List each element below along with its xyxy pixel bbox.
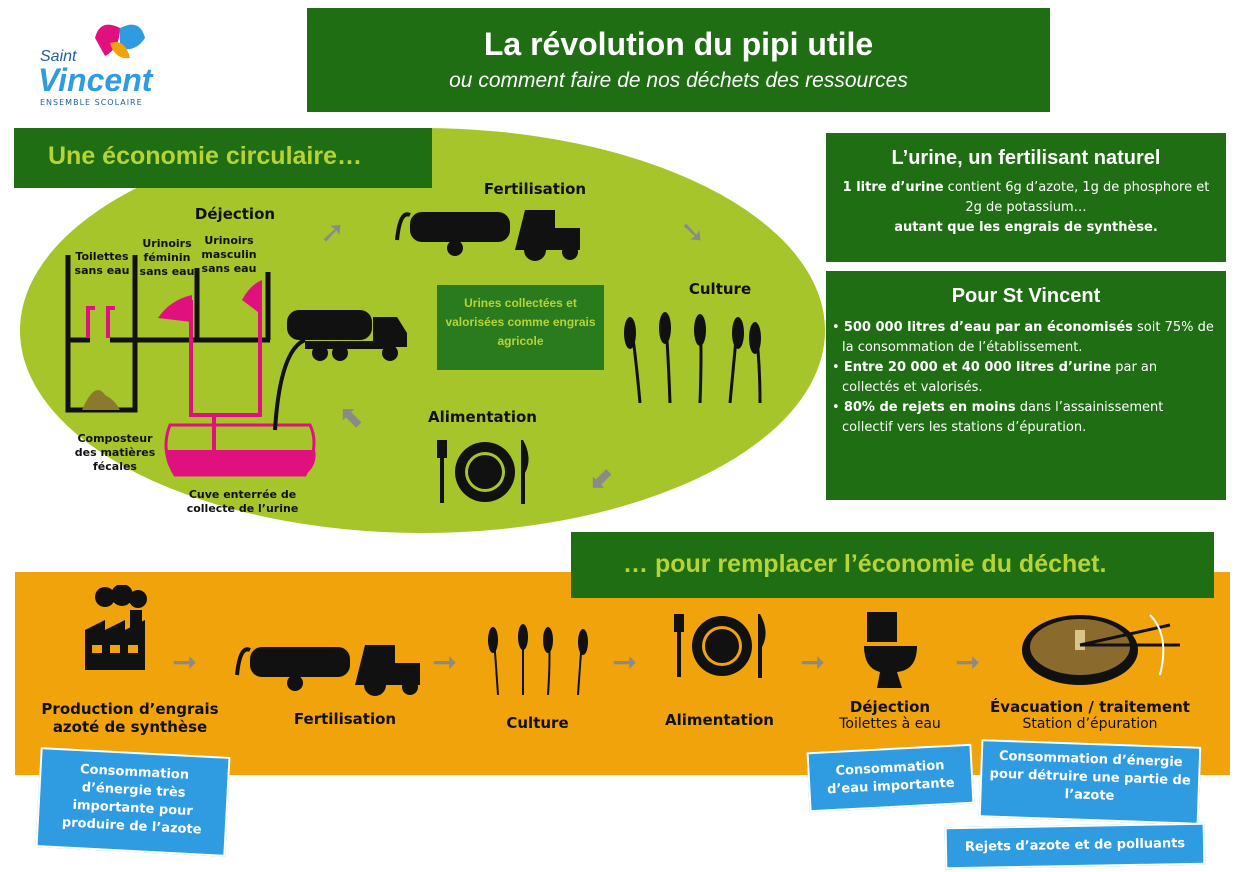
callout-energy-destroy: Consommation d’énergie pour détruire une…: [978, 739, 1202, 825]
urine-info-box: L’urine, un fertilisant naturel 1 litre …: [826, 133, 1226, 262]
step-sub: Toilettes à eau: [839, 716, 941, 732]
arrow-icon: ➘: [680, 215, 706, 250]
item-text: par an collectés et valorisés.: [842, 360, 1158, 395]
arrow-icon: ➚: [320, 215, 346, 250]
logo: Saint Vincent ENSEMBLE SCOLAIRE: [30, 18, 170, 110]
callout-energy-azote: Consommation d’énergie très importante p…: [35, 747, 231, 857]
step-title: Déjection: [849, 698, 931, 716]
toilettes-label: Toilettes sans eau: [74, 250, 130, 277]
item-bold: 80% de rejets en moins: [843, 400, 1016, 415]
step-culture: Culture: [506, 714, 569, 732]
step-sub: Station d’épuration: [1022, 716, 1158, 732]
fertilisation-label: Fertilisation: [483, 180, 587, 198]
step-alimentation: Alimentation: [665, 711, 774, 729]
arrow-icon: ➞: [955, 645, 981, 680]
list-item: 500 000 litres d’eau par an économisés s…: [832, 318, 1216, 358]
stvincent-box: Pour St Vincent 500 000 litres d’eau par…: [826, 271, 1226, 500]
arrow-icon: ➞: [432, 645, 458, 680]
step-fertilisation: Fertilisation: [293, 710, 397, 728]
arrow-icon: ➞: [800, 645, 826, 680]
list-item: 80% de rejets en moins dans l’assainisse…: [832, 398, 1216, 438]
cuve-label: Cuve enterrée de collecte de l’urine: [186, 488, 299, 515]
item-bold: 500 000 litres d’eau par an économisés: [843, 320, 1133, 335]
tractor-tanker-icon: [235, 645, 420, 696]
wheat-icon: [624, 312, 762, 403]
header: La révolution du pipi utile ou comment f…: [307, 8, 1050, 112]
callout-eau: Consommation d’eau importante: [806, 743, 975, 813]
item-text: soit 75% de la consommation de l’établis…: [842, 320, 1214, 355]
plate-icon: [437, 440, 529, 504]
step-title: Évacuation / traitement: [990, 698, 1190, 716]
dejection-system-diagram: [65, 255, 316, 477]
logo-vincent: Vincent: [38, 62, 153, 98]
logo-saint: Saint: [40, 48, 77, 65]
alimentation-label: Alimentation: [428, 408, 537, 426]
circular-economy-area: [20, 128, 825, 533]
item-text: dans l’assainissement collectif vers les…: [842, 400, 1164, 435]
arrow-icon: ⬋: [590, 460, 616, 495]
step-production: Production d’engrais azoté de synthèse: [41, 700, 219, 736]
stvincent-list: 500 000 litres d’eau par an économisés s…: [826, 308, 1226, 438]
culture-label: Culture: [688, 280, 752, 298]
linear-heading: … pour remplacer l’économie du déchet.: [571, 532, 1214, 598]
logo-butterfly-icon: [95, 24, 145, 59]
urine-box-text: 1 litre d’urine contient 6g d’azote, 1g …: [826, 178, 1226, 238]
arrow-icon: ➞: [172, 645, 198, 680]
callout-rejets: Rejets d’azote et de polluants: [944, 822, 1206, 870]
arrow-icon: ➞: [612, 645, 638, 680]
wheat-icon: [488, 624, 588, 695]
center-urine-label: Urines collectées et valorisées comme en…: [437, 285, 604, 370]
page-title: La révolution du pipi utile: [483, 26, 874, 62]
circular-heading: Une économie circulaire…: [14, 128, 432, 188]
urinoirs-f-label: Urinoirs féminin sans eau: [139, 237, 195, 278]
dejection-label: Déjection: [194, 205, 276, 223]
toilet-icon: [864, 612, 917, 688]
plate-icon: [674, 614, 766, 678]
urine-box-title: L’urine, un fertilisant naturel: [891, 147, 1161, 169]
logo-ensemble: ENSEMBLE SCOLAIRE: [40, 98, 143, 107]
list-item: Entre 20 000 et 40 000 litres d’urine pa…: [832, 358, 1216, 398]
item-bold: Entre 20 000 et 40 000 litres d’urine: [843, 360, 1112, 375]
stvincent-box-title: Pour St Vincent: [951, 285, 1101, 307]
urine-box-bold: 1 litre d’urine: [842, 180, 944, 195]
urine-box-conclusion: autant que les engrais de synthèse.: [894, 220, 1158, 235]
tractor-tanker-icon: [395, 210, 580, 261]
urinoirs-m-label: Urinoirs masculin sans eau: [201, 234, 257, 275]
urine-box-body: contient 6g d’azote, 1g de phosphore et …: [943, 180, 1210, 215]
arrow-icon: ⬉: [340, 400, 366, 435]
factory-icon: [85, 585, 147, 670]
truck-icon: [287, 310, 407, 361]
page-subtitle: ou comment faire de nos déchets des ress…: [449, 69, 908, 92]
treatment-station-icon: [1022, 614, 1180, 685]
composteur-label: Composteur des matières fécales: [74, 432, 156, 473]
